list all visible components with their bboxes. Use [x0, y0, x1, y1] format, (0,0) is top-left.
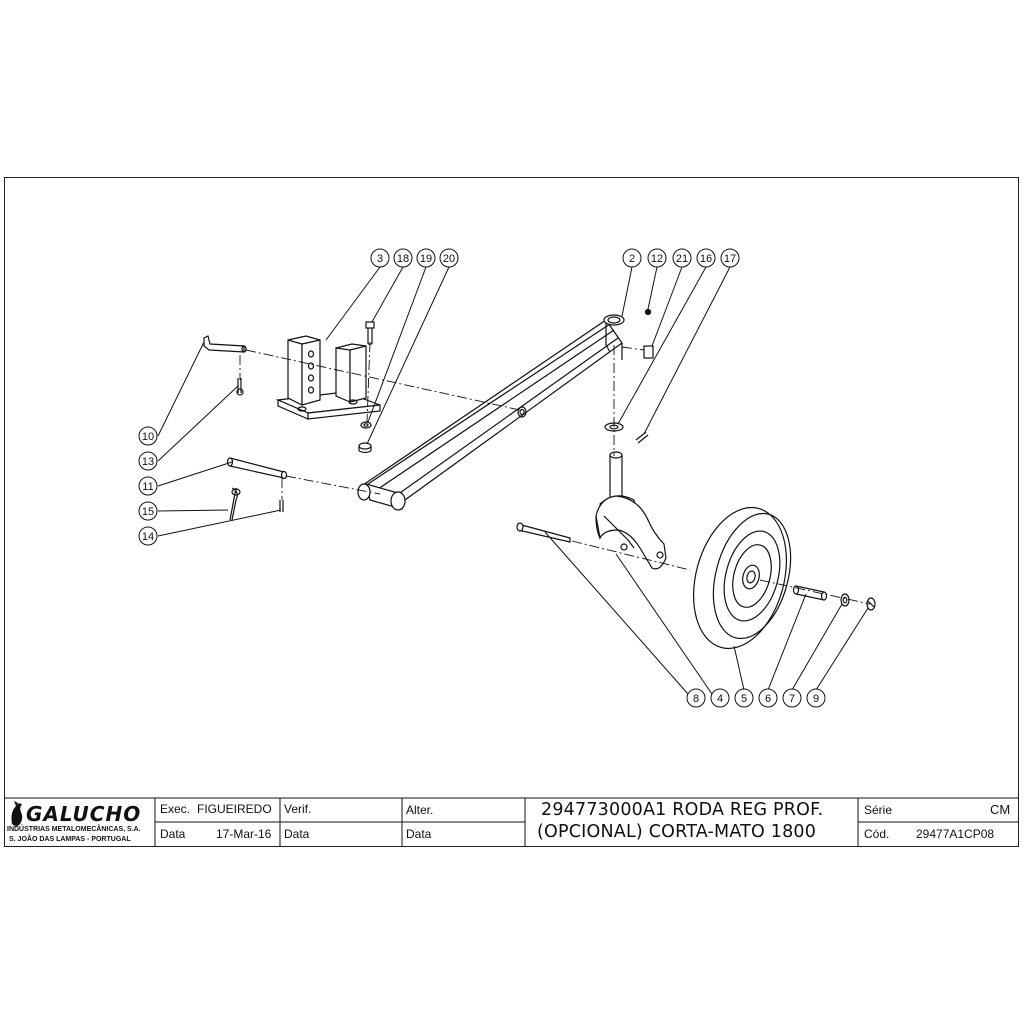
balloon-8: 8 [693, 693, 699, 705]
verif-data-label: Data [284, 827, 310, 841]
balloon-18: 18 [397, 253, 409, 265]
washer-7 [840, 593, 850, 607]
balloon-17: 17 [724, 253, 736, 265]
company-line-2: S. JOÃO DAS LAMPAS - PORTUGAL [9, 836, 131, 843]
wheel [692, 506, 792, 650]
centre-lines [239, 341, 871, 605]
exec-value: FIGUEIREDO [197, 802, 272, 816]
balloon-12: 12 [651, 253, 663, 265]
company-logo: GALUCHO [26, 802, 142, 826]
balloon-3: 3 [377, 253, 383, 265]
alter-label: Alter. [406, 803, 434, 817]
grease-nipple-12 [644, 308, 652, 316]
data-value: 17-Mar-16 [216, 827, 272, 841]
balloon-11: 11 [142, 481, 153, 493]
balloon-10: 10 [142, 431, 154, 443]
company-line-1: INDÚSTRIAS METALOMECÂNICAS, S.A. [7, 826, 141, 833]
balloon-16: 16 [700, 253, 712, 265]
bracket-plate [275, 335, 381, 420]
balloon-6: 6 [765, 693, 771, 705]
axle-bolt-8 [516, 522, 571, 543]
nut-20 [358, 442, 372, 454]
alter-data-label: Data [406, 827, 432, 841]
drawing-title-line-1: 294773000A1 RODA REG PROF. [541, 800, 824, 820]
balloon-circles [138, 248, 826, 708]
serie-value: CM [990, 802, 1011, 817]
balloon-7: 7 [789, 693, 795, 705]
leader-lines [157, 266, 869, 695]
balloon-9: 9 [813, 693, 819, 705]
verif-label: Verif. [284, 802, 312, 816]
balloon-2: 2 [629, 253, 635, 265]
balloon-5: 5 [741, 693, 747, 705]
balloon-13: 13 [142, 456, 154, 468]
washer-19 [360, 421, 372, 429]
balloon-numbers: 3 18 19 20 2 12 21 16 17 10 13 11 15 14 … [142, 253, 819, 705]
cod-label: Cód. [864, 827, 890, 841]
key-21 [643, 345, 654, 359]
wheel-fork [595, 451, 667, 570]
balloon-15: 15 [142, 506, 154, 518]
bolt-18 [365, 321, 375, 345]
main-arm [357, 314, 625, 511]
balloon-19: 19 [420, 253, 432, 265]
r-clip-15 [229, 487, 241, 521]
balloon-14: 14 [142, 531, 154, 543]
exec-label: Exec. [160, 802, 191, 816]
data-label: Data [160, 827, 186, 841]
balloon-21: 21 [676, 253, 688, 265]
balloon-20: 20 [443, 253, 455, 265]
drawing-title-line-2: (OPCIONAL) CORTA-MATO 1800 [537, 822, 817, 842]
cod-value: 29477A1CP08 [916, 827, 995, 841]
pin-10 [203, 335, 247, 353]
title-block-grid [4, 797, 1019, 846]
balloon-4: 4 [717, 693, 723, 705]
pin-11 [226, 457, 288, 480]
lynch-pin-13 [236, 378, 244, 396]
pin-17 [635, 431, 649, 444]
rooster-logo-icon [11, 801, 23, 826]
drawing-sheet-border [4, 177, 1019, 847]
serie-label: Série [864, 803, 893, 817]
